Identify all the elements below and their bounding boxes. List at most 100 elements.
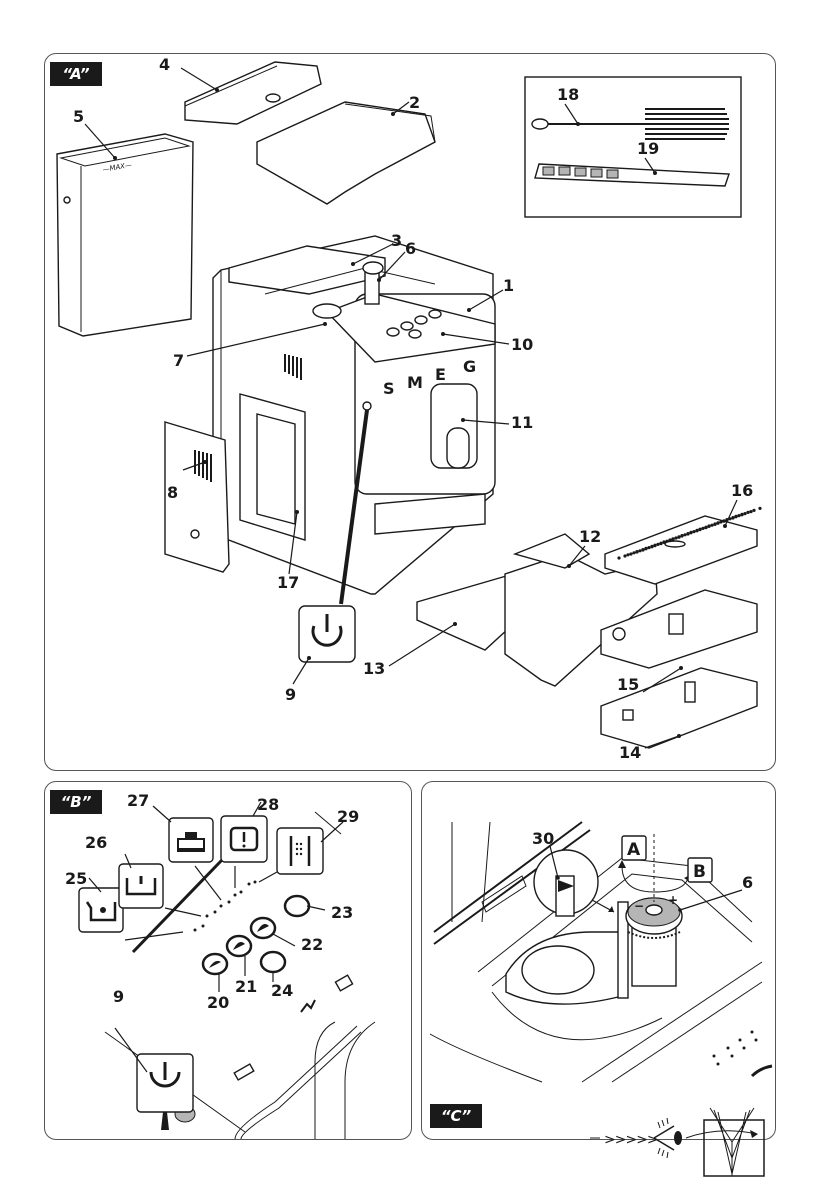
indicator-leds — [124, 865, 278, 941]
panel-c-drawing: − + A B 30 6 — [429, 821, 773, 1083]
leader-lines — [84, 67, 738, 749]
eye-icon — [653, 1117, 682, 1159]
read-manual-symbol: >>>>> — [590, 1107, 765, 1177]
drip-tray-indicator — [118, 863, 164, 909]
grille-hole — [740, 513, 744, 517]
grille-hole — [659, 542, 663, 546]
callout-13: 13 — [363, 659, 385, 678]
callout-17: 17 — [277, 573, 299, 592]
grille-hole — [623, 554, 627, 558]
callout-22: 22 — [301, 935, 323, 954]
callout-21: 21 — [235, 977, 257, 996]
water-tank: —MAX— — [56, 133, 194, 337]
grille-hole — [734, 515, 738, 519]
grille-hole — [752, 508, 756, 512]
grille-hole — [626, 553, 630, 557]
accessories-box — [524, 76, 742, 218]
callout-23: 23 — [331, 903, 353, 922]
callout-27: 27 — [127, 791, 149, 810]
grille-hole — [641, 548, 645, 552]
callout-26: 26 — [85, 833, 107, 852]
callout-8: 8 — [167, 483, 178, 502]
grille-hole — [746, 510, 750, 514]
drip-tray — [600, 589, 758, 669]
callout-11: 11 — [511, 413, 533, 432]
grille-hole — [638, 549, 642, 553]
grille-hole — [704, 526, 708, 530]
panel-c-grind-adjustment: “C” − + A B — [421, 781, 776, 1140]
panel-b-drawing: 9 20 21 22 23 24 25 26 27 28 29 — [65, 791, 376, 1139]
grille-hole — [674, 536, 678, 540]
top-control-buttons — [386, 309, 442, 339]
panel-b-tag: “B” — [50, 790, 102, 814]
panel-a-drawing: —MAX— — [56, 55, 762, 762]
panel-c-tag: “C” — [430, 1104, 482, 1128]
grille-hole — [653, 544, 657, 548]
callout-10: 10 — [511, 335, 533, 354]
callout-20: 20 — [207, 993, 229, 1012]
panel-a-tag: “A” — [50, 62, 102, 86]
water-tank-empty-indicator — [78, 887, 124, 933]
grille-hole — [650, 545, 654, 549]
grounds-container-indicator — [168, 817, 214, 863]
callout-2: 2 — [409, 93, 420, 112]
brand-letter-g: G — [463, 357, 476, 376]
power-icon — [149, 1071, 181, 1088]
callout-18: 18 — [557, 85, 579, 104]
grille-hole — [719, 520, 723, 524]
grille-hole — [713, 522, 717, 526]
grille-hole — [716, 521, 720, 525]
direction-label-b: B — [693, 862, 706, 882]
callout-30: 30 — [532, 829, 554, 848]
brand-letter-e: E — [435, 365, 446, 384]
grind-plus: + — [668, 893, 678, 907]
control-panel-leds — [712, 1030, 773, 1078]
arrow-chevrons: >>>>> — [604, 1132, 658, 1148]
grille-hole — [743, 512, 747, 516]
callout-16: 16 — [731, 481, 753, 500]
grille-hole — [749, 510, 753, 514]
coffee-buttons — [201, 894, 311, 976]
power-button-callout — [298, 605, 356, 663]
water-tank-lid — [184, 61, 322, 125]
grille-hole — [680, 534, 684, 538]
grind-minus: − — [634, 899, 644, 913]
callout-25: 25 — [65, 869, 87, 888]
callout-9: 9 — [113, 987, 124, 1006]
button-23 — [283, 894, 311, 918]
callout-29: 29 — [337, 807, 359, 826]
callout-28: 28 — [257, 795, 279, 814]
callout-5: 5 — [73, 107, 84, 126]
grille-hole — [758, 506, 762, 510]
grille-hole — [683, 533, 687, 537]
power-button-callout — [136, 1053, 194, 1130]
cleaning-brush-bristles — [645, 108, 729, 140]
grille-hole — [695, 529, 699, 533]
grille-hole — [617, 556, 621, 560]
grille-hole — [629, 552, 633, 556]
brand-letter-m: M — [407, 373, 423, 392]
callout-7: 7 — [173, 351, 184, 370]
side-vents — [284, 354, 302, 380]
grille-hole — [707, 524, 711, 528]
brand-letter-s: S — [383, 379, 395, 398]
callout-9: 9 — [285, 685, 296, 704]
alarm-indicator — [220, 815, 268, 863]
grille-hole — [647, 546, 651, 550]
grille-hole — [701, 526, 705, 530]
grille-hole — [644, 547, 648, 551]
callout-24: 24 — [271, 981, 293, 1000]
direction-label-a: A — [627, 840, 641, 860]
grille-hole — [632, 551, 636, 555]
callout-12: 12 — [579, 527, 601, 546]
callout-15: 15 — [617, 675, 639, 694]
grille-hole — [689, 531, 693, 535]
open-book-icon — [703, 1107, 765, 1177]
grille-hole — [710, 523, 714, 527]
leader-lines — [88, 801, 344, 1073]
brewing-unit-door — [164, 421, 230, 573]
callout-6: 6 — [742, 873, 753, 892]
grille-hole — [698, 528, 702, 532]
grille-hole — [671, 537, 675, 541]
grille-hole — [692, 530, 696, 534]
